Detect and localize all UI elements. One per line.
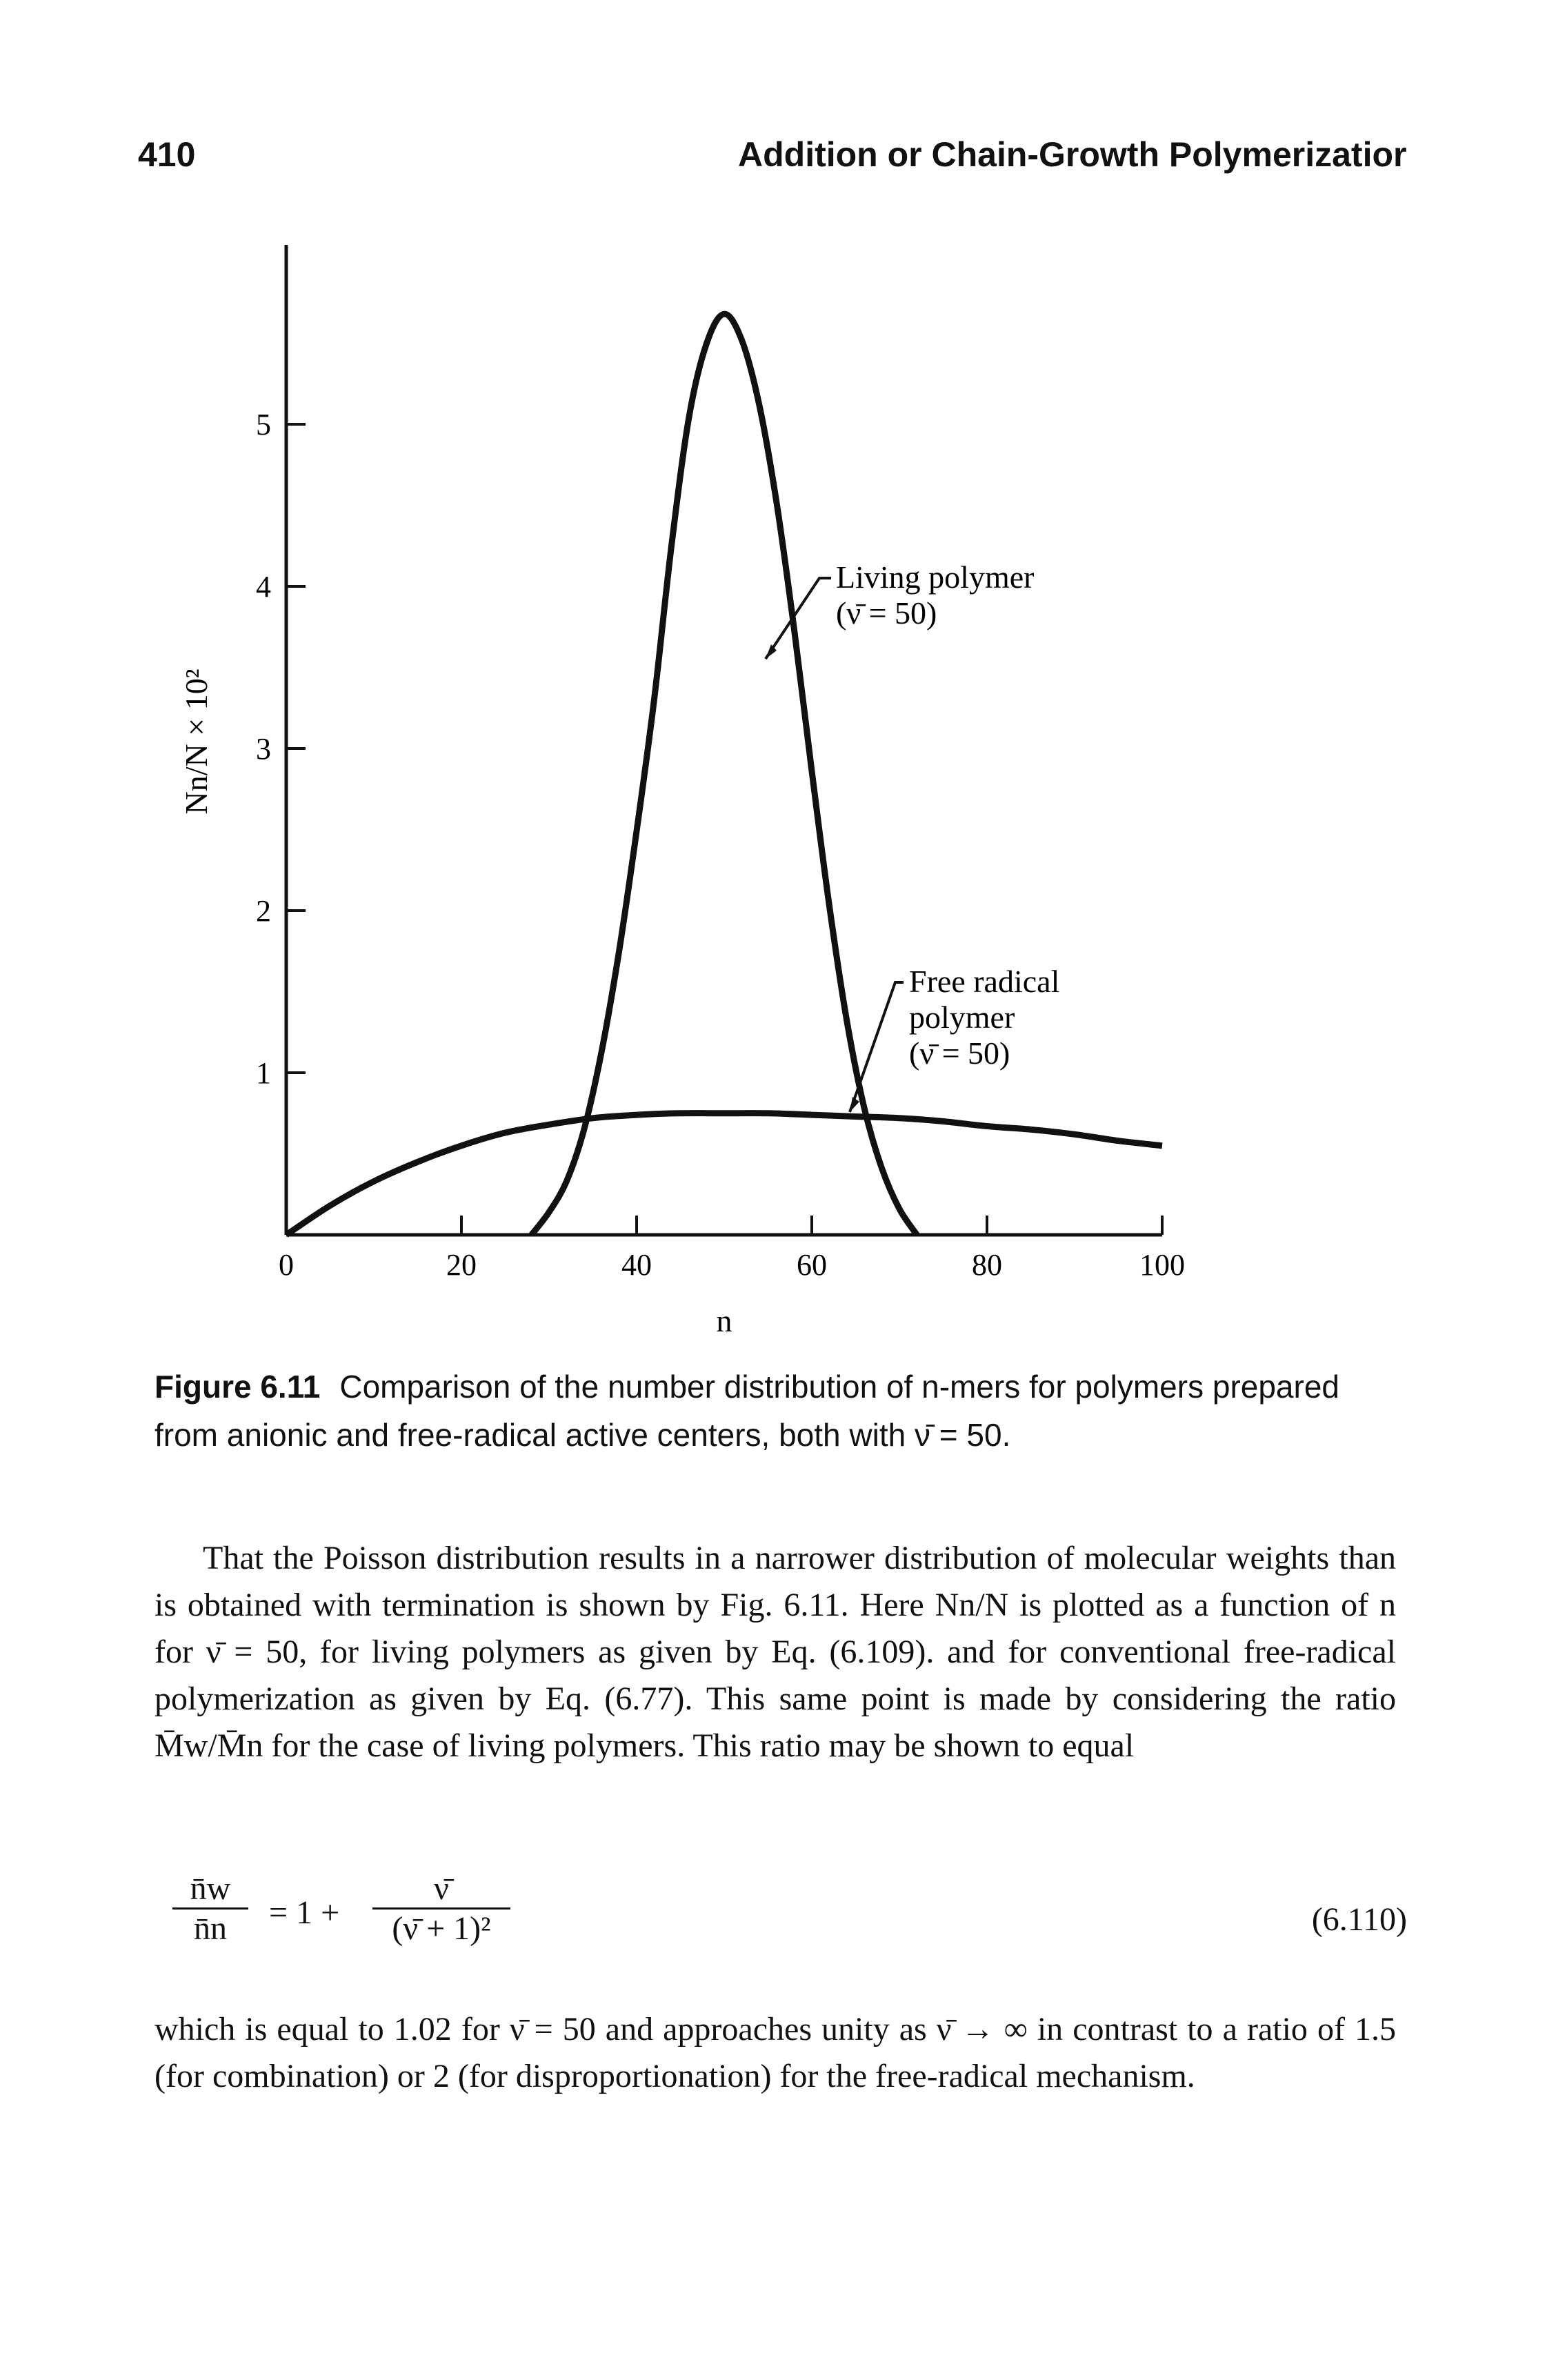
x-tick-label: 80 [972,1248,1002,1282]
living-polymer-curve [529,310,920,1237]
living-leader-line [764,577,831,660]
y-tick-label: 3 [256,732,271,766]
y-tick-label: 5 [256,408,271,442]
body-paragraph-2: which is equal to 1.02 for ν̄ = 50 and a… [154,2006,1396,2100]
x-tick-label: 100 [1139,1248,1185,1282]
x-axis-label: n [717,1303,732,1338]
figure-6-11-chart: 1 2 3 4 5 0 20 40 60 80 100 n Nn/N × 10² Living poly… [179,245,1185,1338]
x-tick-label: 60 [797,1248,827,1282]
y-tick-label: 2 [256,894,271,928]
eq-rhs-fraction: ν̄ (ν̄ + 1)² [372,1870,510,1947]
figure-label: Figure 6.11 [154,1369,321,1405]
x-tick-label: 0 [279,1248,294,1282]
free-radical-leader-line [848,981,904,1113]
free-radical-curve [284,1110,1163,1238]
free-radical-annotation-line: (ν̄ = 50) [909,1035,1010,1071]
free-radical-annotation-line: Free radical [909,964,1059,999]
chart-annotations: Living polymer(ν̄ = 50)Free radicalpolym… [764,559,1059,1113]
equation-number: (6.110) [1311,1901,1407,1938]
eq-rhs-bar [372,1907,510,1910]
living-leader-arrowhead [766,644,777,659]
y-tick-label: 4 [256,570,271,604]
eq-rhs-denominator: (ν̄ + 1)² [392,1910,491,1947]
chart-ticks: 1 2 3 4 5 0 20 40 60 80 100 n Nn/N × 10² [179,408,1185,1338]
running-title: Addition or Chain-Growth Polymerizatior [738,135,1407,174]
living-annotation-line: Living polymer [836,559,1034,595]
eq-middle: = 1 + [269,1894,340,1931]
eq-lhs-fraction: n̄w n̄n [172,1870,248,1947]
x-tick-label: 40 [621,1248,652,1282]
y-tick-label: 1 [256,1056,271,1090]
free-radical-annotation-line: polymer [909,1000,1015,1035]
eq-lhs-denominator: n̄n [194,1910,227,1947]
paragraph-text: which is equal to 1.02 for ν̄ = 50 and a… [154,2011,1396,2094]
chart-axes [284,245,1162,1237]
free-radical-leader-arrowhead [850,1097,859,1112]
body-paragraph-1: That the Poisson distribution results in… [154,1535,1396,1769]
equation-6-110: n̄w n̄n = 1 + ν̄ (ν̄ + 1)² (6.110) [172,1863,1407,1980]
figure-caption-text: Comparison of the number distribution of… [154,1369,1339,1453]
chart-curves [284,310,1163,1238]
page-number: 410 [138,135,196,174]
eq-lhs-numerator: n̄w [190,1870,231,1907]
living-annotation-line: (ν̄ = 50) [836,595,937,631]
paragraph-text: That the Poisson distribution results in… [154,1540,1396,1764]
eq-rhs-numerator: ν̄ [434,1870,449,1907]
eq-lhs-bar [172,1907,248,1910]
x-tick-label: 20 [446,1248,477,1282]
y-axis-label: Nn/N × 10² [179,669,214,815]
